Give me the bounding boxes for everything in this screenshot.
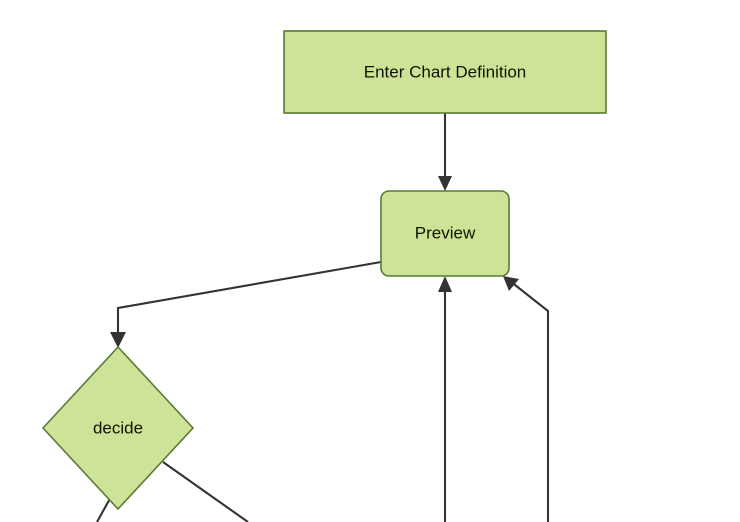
node-enter-chart-definition-label: Enter Chart Definition <box>364 62 527 81</box>
node-decide-shape[interactable] <box>41 345 195 511</box>
edge-preview-decide <box>110 260 382 348</box>
node-preview-label: Preview <box>415 223 476 242</box>
node-preview-shape[interactable] <box>380 190 510 277</box>
edge-return-center <box>438 276 452 522</box>
edge-enter-preview <box>438 113 452 191</box>
node-enter-chart-definition[interactable]: Enter Chart Definition <box>283 30 607 114</box>
edge-return-right-arrowhead <box>503 276 519 291</box>
edge-return-center-arrowhead <box>438 276 452 292</box>
edge-preview-decide-line <box>116 260 382 339</box>
edge-enter-preview-arrowhead <box>438 176 452 191</box>
node-decide[interactable]: decide <box>41 345 195 511</box>
node-layer: Enter Chart Definition Preview decide <box>41 30 607 511</box>
edge-decide-out-right <box>162 461 249 522</box>
edge-decide-out-right-line <box>162 461 249 522</box>
edge-preview-decide-arrowhead <box>110 332 126 348</box>
node-enter-chart-definition-shape[interactable] <box>283 30 607 114</box>
node-decide-label: decide <box>93 418 143 437</box>
edge-return-right <box>503 276 550 522</box>
edge-return-right-line <box>509 280 550 522</box>
node-preview[interactable]: Preview <box>380 190 510 277</box>
